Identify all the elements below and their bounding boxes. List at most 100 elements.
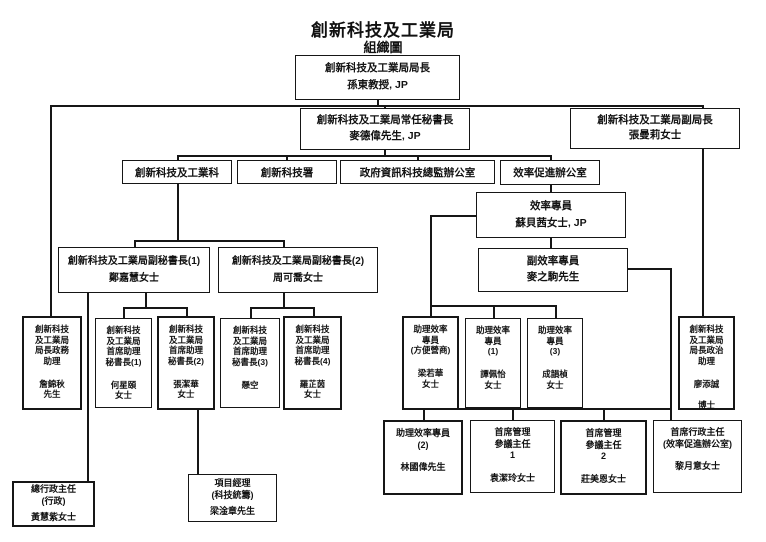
role-label: 創新科技及工業局常任秘書長 bbox=[316, 114, 454, 127]
role-label: 創新科技 及工業局 首席助理 秘書長(2) bbox=[168, 324, 204, 366]
connector bbox=[430, 305, 555, 307]
connector bbox=[250, 307, 313, 309]
name-label: 詹錦秋 先生 bbox=[39, 378, 65, 400]
role-label: 總行政主任 (行政) bbox=[30, 484, 76, 507]
connector bbox=[423, 408, 425, 421]
name-label: 廖添誠 博士 bbox=[693, 378, 720, 410]
connector bbox=[197, 410, 199, 475]
connector bbox=[493, 305, 495, 319]
name-label: 羅芷茵 女士 bbox=[299, 378, 326, 400]
role-label: 副效率專員 bbox=[526, 254, 580, 267]
connector bbox=[283, 293, 285, 308]
name-label: 麥之駒先生 bbox=[526, 271, 580, 284]
chart-subtitle: 組織圖 bbox=[363, 40, 403, 55]
org-box-principal-management-services-officer-2: 首席管理 參議主任 2 莊美恩女士 bbox=[560, 420, 647, 495]
name-label: 蘇貝茜女士, JP bbox=[515, 216, 587, 229]
name-label: 孫東教授, JP bbox=[347, 79, 408, 92]
connector bbox=[50, 105, 52, 316]
connector bbox=[555, 305, 557, 319]
name-label: 懸空 bbox=[241, 379, 259, 390]
role-label: 創新科技署 bbox=[260, 166, 314, 179]
org-box-under-secretary: 創新科技及工業局副局長 張曼莉女士 bbox=[570, 108, 740, 149]
connector bbox=[250, 307, 252, 319]
connector bbox=[123, 307, 186, 309]
org-box-principal-assistant-secretary-3: 創新科技 及工業局 首席助理 秘書長(3) 懸空 bbox=[220, 318, 280, 408]
role-label: 效率專員 bbox=[530, 199, 572, 212]
connector bbox=[377, 100, 379, 107]
role-label: 創新科技 及工業局 首席助理 秘書長(4) bbox=[294, 324, 331, 366]
org-box-assistant-efficiency-officer-business: 助理效率 專員 (方便營商) 梁若華 女士 bbox=[402, 316, 459, 410]
org-box-project-manager-tech: 項目經理 (科技統籌) 梁淦章先生 bbox=[188, 474, 277, 522]
name-label: 譚佩怡 女士 bbox=[480, 368, 506, 390]
role-label: 創新科技 及工業局 首席助理 秘書長(3) bbox=[232, 325, 268, 367]
name-label: 張曼莉女士 bbox=[628, 129, 682, 142]
org-box-assistant-efficiency-officer-3: 助理效率 專員 (3) 成韻楨 女士 bbox=[527, 318, 583, 408]
org-box-principal-assistant-secretary-4: 創新科技 及工業局 首席助理 秘書長(4) 羅芷茵 女士 bbox=[283, 316, 342, 410]
name-label: 袁潔玲女士 bbox=[489, 473, 535, 484]
name-label: 梁淦章先生 bbox=[209, 505, 255, 516]
connector bbox=[286, 155, 288, 161]
org-box-itc-department: 創新科技署 bbox=[237, 160, 337, 184]
role-label: 創新科技及工業局副秘書長(1) bbox=[67, 256, 201, 267]
org-box-itib-branch: 創新科技及工業科 bbox=[122, 160, 232, 184]
connector bbox=[50, 105, 703, 107]
org-box-principal-assistant-secretary-2: 創新科技 及工業局 首席助理 秘書長(2) 張潔華 女士 bbox=[157, 316, 215, 410]
role-label: 首席管理 參議主任 2 bbox=[585, 428, 622, 462]
connector bbox=[384, 105, 386, 110]
org-box-assistant-efficiency-officer-2: 助理效率專員 (2) 林國偉先生 bbox=[383, 420, 463, 495]
name-label: 黎月意女士 bbox=[674, 461, 720, 472]
role-label: 政府資訊科技總監辦公室 bbox=[359, 166, 476, 179]
name-label: 何星頤 女士 bbox=[110, 379, 137, 401]
name-label: 張潔華 女士 bbox=[173, 378, 199, 400]
connector bbox=[417, 155, 419, 161]
connector bbox=[603, 408, 605, 421]
connector bbox=[423, 408, 670, 410]
connector bbox=[628, 268, 670, 270]
org-box-effo: 效率促進辦公室 bbox=[500, 160, 600, 185]
org-box-chief-executive-officer-admin: 總行政主任 (行政) 黃慧紫女士 bbox=[12, 481, 95, 527]
connector bbox=[430, 215, 432, 316]
connector bbox=[177, 184, 179, 241]
connector bbox=[123, 307, 125, 319]
role-label: 助理效率 專員 (1) bbox=[475, 325, 510, 357]
connector bbox=[512, 408, 514, 421]
role-label: 創新科技 及工業局 局長政務 助理 bbox=[34, 324, 69, 366]
role-label: 創新科技及工業局副秘書長(2) bbox=[231, 256, 365, 267]
role-label: 創新科技及工業局副局長 bbox=[597, 113, 713, 126]
role-label: 助理效率 專員 (3) bbox=[537, 325, 572, 357]
org-box-director: 創新科技及工業局局長 孫東教授, JP bbox=[295, 55, 460, 100]
connector bbox=[134, 240, 136, 248]
name-label: 麥德偉先生, JP bbox=[349, 130, 421, 143]
org-box-assistant-efficiency-officer-1: 助理效率 專員 (1) 譚佩怡 女士 bbox=[465, 318, 521, 408]
name-label: 周可喬女士 bbox=[273, 273, 323, 284]
role-label: 創新科技及工業局局長 bbox=[325, 62, 430, 75]
connector bbox=[87, 293, 89, 482]
role-label: 首席行政主任 (效率促進辦公室) bbox=[663, 427, 732, 449]
name-label: 成韻楨 女士 bbox=[542, 368, 568, 390]
org-box-deputy-secretary-2: 創新科技及工業局副秘書長(2) 周可喬女士 bbox=[218, 247, 378, 293]
connector bbox=[550, 238, 552, 249]
org-box-principal-assistant-secretary-1: 創新科技 及工業局 首席助理 秘書長(1) 何星頤 女士 bbox=[95, 318, 152, 408]
org-box-ogcio: 政府資訊科技總監辦公室 bbox=[340, 160, 495, 184]
connector bbox=[134, 240, 283, 242]
connector bbox=[430, 215, 477, 217]
chart-title: 創新科技及工業局 bbox=[311, 21, 455, 40]
role-label: 助理效率 專員 (方便營商) bbox=[410, 324, 451, 356]
org-box-political-assistant: 創新科技 及工業局 局長政治 助理 廖添誠 博士 bbox=[678, 316, 735, 410]
connector bbox=[186, 307, 188, 317]
name-label: 黃慧紫女士 bbox=[30, 511, 76, 522]
org-box-permanent-secretary: 創新科技及工業局常任秘書長 麥德偉先生, JP bbox=[300, 108, 470, 150]
role-label: 項目經理 (科技統籌) bbox=[211, 478, 254, 501]
role-label: 創新科技 及工業局 局長政治 助理 bbox=[689, 324, 724, 366]
connector bbox=[702, 105, 704, 110]
connector bbox=[384, 150, 386, 156]
connector bbox=[145, 293, 147, 308]
connector bbox=[550, 155, 552, 161]
connector bbox=[177, 155, 550, 157]
org-box-deputy-commissioner-efficiency: 副效率專員 麥之駒先生 bbox=[478, 248, 628, 292]
role-label: 創新科技 及工業局 首席助理 秘書長(1) bbox=[105, 325, 142, 367]
connector bbox=[702, 149, 704, 316]
connector bbox=[670, 268, 672, 421]
org-box-political-assistant-admin: 創新科技 及工業局 局長政務 助理 詹錦秋 先生 bbox=[22, 316, 82, 410]
